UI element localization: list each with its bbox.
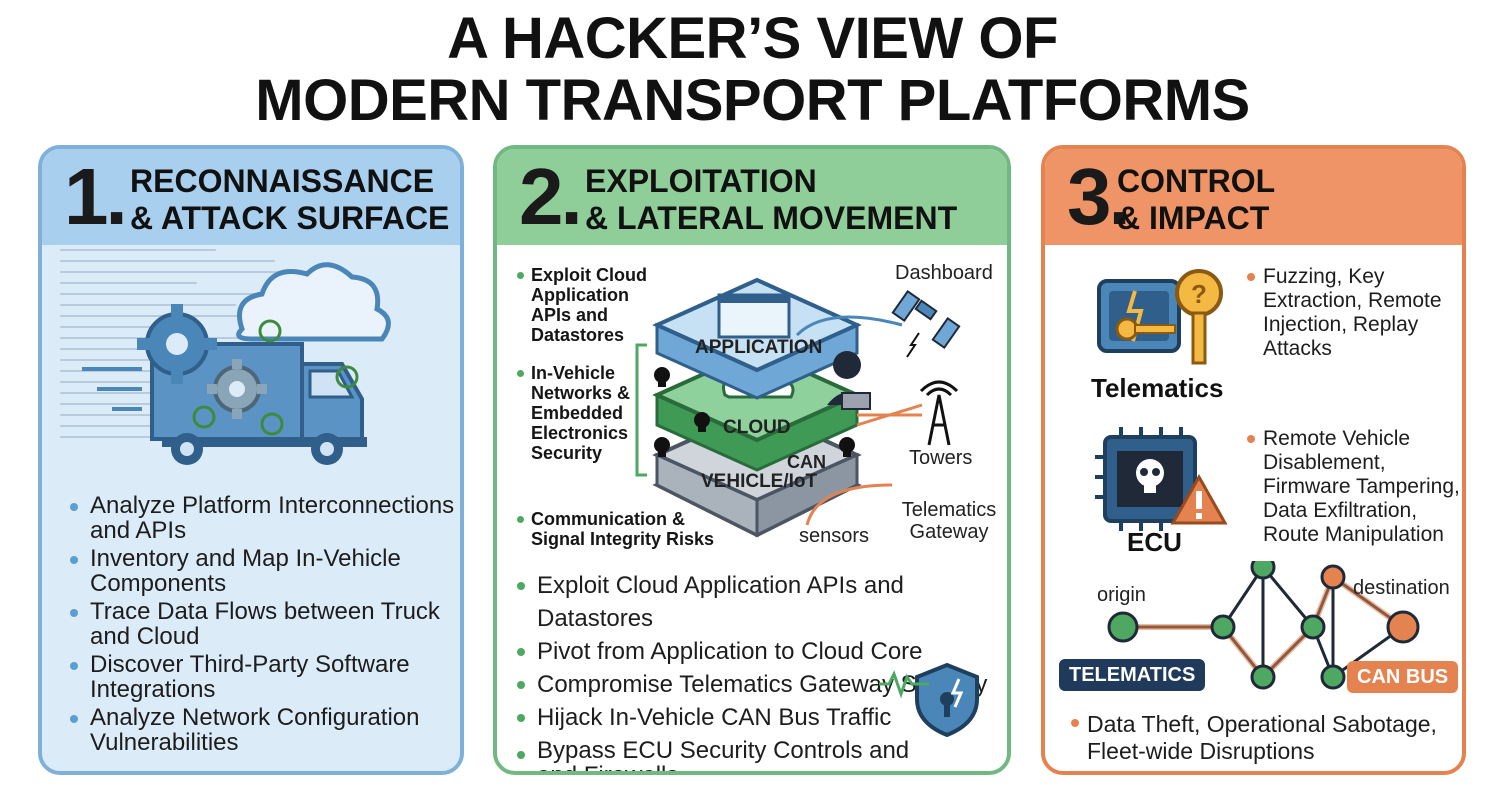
layer-label-cloud: CLOUD	[723, 417, 791, 438]
panel-title-line2: & IMPACT	[1117, 200, 1270, 236]
gateway-label: Telematics Gateway	[901, 499, 997, 543]
panel-title-line2: & ATTACK SURFACE	[130, 200, 450, 236]
truck-cloud-gears-illustration	[82, 262, 391, 465]
can-bus-tag: CAN BUS	[1347, 661, 1459, 693]
tower-icon	[919, 380, 959, 446]
list-item: Exploit Cloud Application APIs and Datas…	[515, 569, 1005, 635]
destination-label: destination	[1353, 577, 1450, 599]
origin-label: origin	[1097, 584, 1146, 606]
towers-label: Towers	[909, 447, 973, 469]
panel-title-line1: CONTROL	[1117, 163, 1276, 199]
flow-arrows	[635, 315, 923, 526]
gear-icon	[207, 359, 267, 419]
layer-stack-diagram	[635, 277, 961, 538]
ecu-chip-icon	[1095, 427, 1228, 531]
panel-reconnaissance: 1. RECONNAISSANCE & ATTACK SURFACE	[38, 145, 464, 775]
telematics-bullet: Fuzzing, Key Extraction, Remote Injectio…	[1247, 265, 1453, 361]
panel-title: RECONNAISSANCE & ATTACK SURFACE	[130, 163, 449, 237]
panel-header: 3. CONTROL & IMPACT	[1045, 149, 1462, 245]
panel-number: 1.	[64, 152, 128, 241]
layer-label-vehicle: VEHICLE/IoT	[701, 471, 818, 492]
sensors-label: sensors	[799, 525, 870, 547]
list-item: Hijack In-Vehicle CAN Bus Traffic	[515, 701, 1005, 734]
panel-title-line1: EXPLOITATION	[585, 163, 817, 199]
list-item: Analyze Platform Interconnections and AP…	[68, 493, 460, 543]
dashboard-label: Dashboard	[895, 262, 993, 284]
list-item: Bypass ECU Security Controls and and Fir…	[515, 738, 917, 771]
skull-icon	[654, 367, 855, 457]
list-item: Analyze Network Configuration Vulnerabil…	[68, 705, 460, 755]
shield-icon	[915, 662, 979, 738]
panel-title-line2: & LATERAL MOVEMENT	[585, 200, 958, 236]
telematics-key-icon: ?	[1097, 269, 1223, 365]
panel-control-impact: 3. CONTROL & IMPACT ? Telematics Fuzzing…	[1041, 145, 1466, 775]
list-item: Trace Data Flows between Truck and Cloud	[68, 599, 460, 649]
panel-header: 1. RECONNAISSANCE & ATTACK SURFACE	[42, 149, 460, 245]
panel-title: CONTROL & IMPACT	[1117, 163, 1275, 237]
list-item: Inventory and Map In-Vehicle Components	[68, 546, 460, 596]
exploit-bullet-list: Exploit Cloud Application APIs and Datas…	[515, 569, 1005, 771]
ecu-bullet: Remote Vehicle Disablement, Firmware Tam…	[1247, 427, 1462, 547]
attack-path-network	[1107, 561, 1420, 690]
list-item: Pivot from Application to Cloud Core	[515, 635, 1005, 668]
hacker-icon	[827, 351, 871, 410]
main-title: A HACKER’S VIEW OF MODERN TRANSPORT PLAT…	[0, 8, 1505, 132]
main-title-line1: A HACKER’S VIEW OF	[447, 6, 1058, 71]
panel-number: 2.	[519, 152, 583, 241]
recon-bullet-list: Analyze Platform Interconnections and AP…	[68, 493, 460, 758]
telematics-tag: TELEMATICS	[1059, 659, 1206, 691]
panel-number: 3.	[1067, 152, 1131, 241]
satellite-icon	[891, 289, 961, 358]
impact-bullet: Data Theft, Operational Sabotage, Fleet-…	[1071, 711, 1457, 765]
list-item: Discover Third-Party Software Integratio…	[68, 652, 460, 702]
main-title-line2: MODERN TRANSPORT PLATFORMS	[255, 68, 1250, 133]
gear-icon	[137, 304, 217, 384]
telematics-label: Telematics	[1091, 373, 1224, 403]
side-bullet: In-Vehicle Networks & Embedded Electroni…	[517, 363, 651, 463]
side-bullet: Exploit Cloud Application APIs and Datas…	[517, 265, 661, 345]
panel-title-line1: RECONNAISSANCE	[130, 163, 435, 199]
panel-header: 2. EXPLOITATION & LATERAL MOVEMENT	[497, 149, 1007, 245]
svg-text:?: ?	[1191, 279, 1207, 309]
ecu-label: ECU	[1127, 527, 1182, 557]
crosshair-icon	[192, 319, 359, 436]
panel-title: EXPLOITATION & LATERAL MOVEMENT	[585, 163, 957, 237]
can-label: CAN	[787, 452, 826, 472]
panel-exploitation: 2. EXPLOITATION & LATERAL MOVEMENT Explo…	[493, 145, 1011, 775]
signal-wave-icon	[879, 670, 929, 699]
layer-label-application: APPLICATION	[695, 337, 823, 358]
side-bullet: Communication & Signal Integrity Risks	[517, 509, 741, 549]
application-layer	[652, 277, 862, 400]
